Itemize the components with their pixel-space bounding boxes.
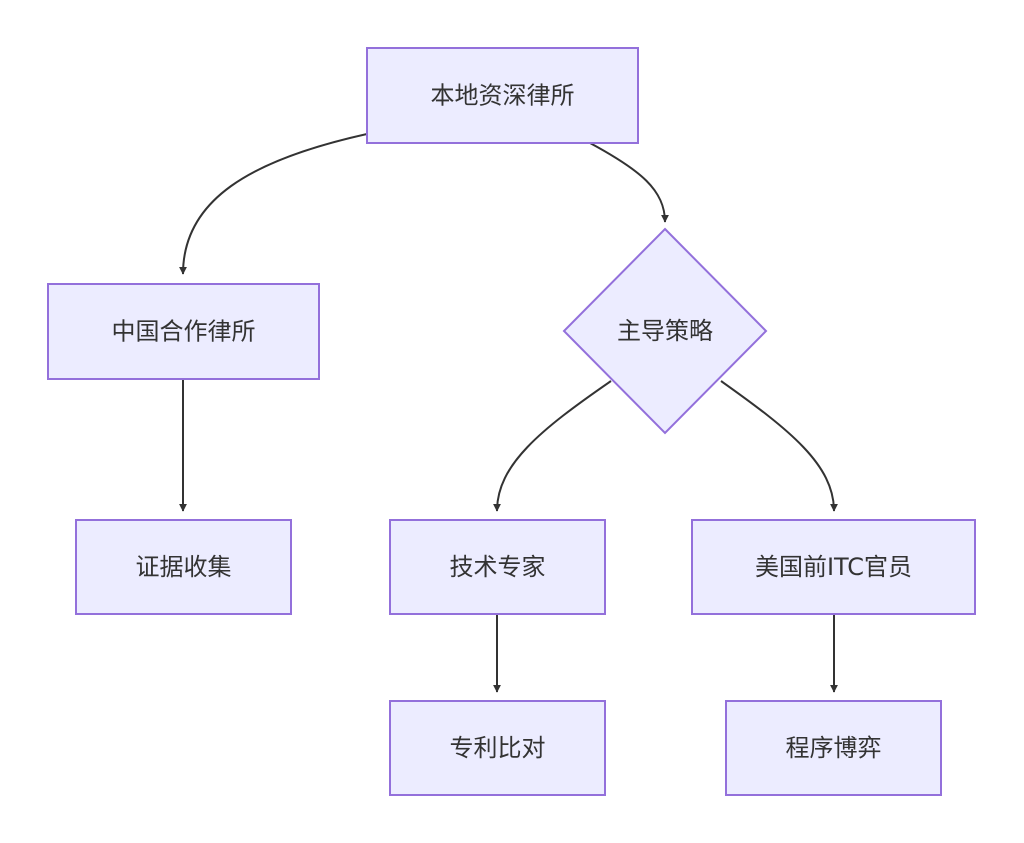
node-procedure-game-label: 程序博弈 <box>786 734 882 762</box>
edge-local-firm-to-lead-strategy <box>589 142 669 223</box>
edge-lead-strategy-to-tech-expert <box>493 380 612 512</box>
node-patent-compare[interactable]: 专利比对 <box>389 700 606 796</box>
node-tech-expert[interactable]: 技术专家 <box>389 519 606 615</box>
node-itc-official-label: 美国前ITC官员 <box>755 553 912 581</box>
node-lead-strategy-decision[interactable]: 主导策略 <box>562 227 768 435</box>
node-tech-expert-label: 技术专家 <box>450 553 546 581</box>
node-evidence[interactable]: 证据收集 <box>75 519 292 615</box>
node-local-firm-label: 本地资深律所 <box>431 82 575 110</box>
node-procedure-game[interactable]: 程序博弈 <box>725 700 942 796</box>
edges <box>179 133 838 693</box>
node-china-firm-label: 中国合作律所 <box>112 318 256 346</box>
node-evidence-label: 证据收集 <box>136 553 232 581</box>
node-china-firm[interactable]: 中国合作律所 <box>47 283 320 380</box>
node-local-firm[interactable]: 本地资深律所 <box>366 47 639 144</box>
node-patent-compare-label: 专利比对 <box>450 734 546 762</box>
edge-local-firm-to-china-firm <box>179 133 368 275</box>
node-lead-strategy-label: 主导策略 <box>617 317 713 345</box>
node-itc-official[interactable]: 美国前ITC官员 <box>691 519 976 615</box>
edge-lead-strategy-to-itc-official <box>720 380 838 512</box>
